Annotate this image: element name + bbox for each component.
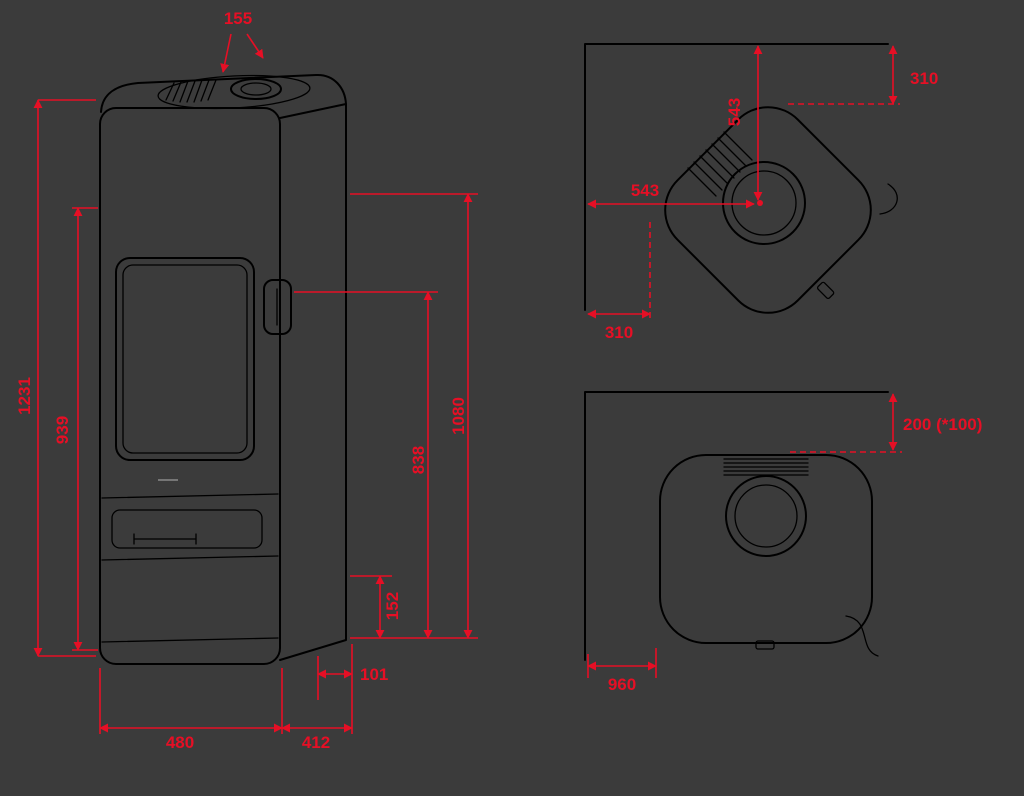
top-vent-grille xyxy=(165,79,217,103)
top-view-drawing xyxy=(584,43,898,314)
stove-top-edge xyxy=(100,73,347,113)
stove-back-outline xyxy=(659,454,873,644)
dim-label-right-outer-height: 1080 xyxy=(449,397,468,435)
stove-top-outline xyxy=(664,106,872,314)
door-seam-lower xyxy=(101,555,279,561)
ash-drawer xyxy=(111,509,263,549)
stove-front-face xyxy=(99,107,281,665)
door-glass-inner xyxy=(122,264,248,454)
drawer-handle xyxy=(133,533,197,545)
top-plate-oval xyxy=(157,74,311,110)
dim-label-right-inner-height: 838 xyxy=(409,446,428,474)
dim-label-side-clearance: 960 xyxy=(608,675,636,694)
back-view-cable xyxy=(845,615,879,657)
dim-leader-flue-left xyxy=(220,33,232,73)
dim-label-wall-to-flue-vertical: 543 xyxy=(725,98,744,126)
stove-side-face xyxy=(279,103,347,661)
top-flue-outer xyxy=(722,161,806,245)
back-flue-inner xyxy=(734,484,798,548)
dim-label-total-height: 1231 xyxy=(15,377,34,415)
back-view-walls xyxy=(584,391,889,661)
flue-center-mark xyxy=(757,200,763,206)
top-view-cable xyxy=(879,183,898,215)
dim-label-flue-diameter: 155 xyxy=(224,9,252,28)
top-view-walls xyxy=(584,43,889,311)
top-view-foot-tab xyxy=(816,281,835,300)
dim-label-left-height: 939 xyxy=(53,416,72,444)
top-view-grille xyxy=(687,131,753,197)
dim-leader-flue-right xyxy=(246,33,264,59)
top-view-dimensions: 543 543 310 310 xyxy=(587,45,938,342)
dim-label-depth: 412 xyxy=(302,733,330,752)
dim-label-ceiling-clearance: 200 (*100) xyxy=(903,415,982,434)
door-seam-upper xyxy=(101,493,279,499)
dim-label-wall-clearance-right: 310 xyxy=(910,69,938,88)
base-seam xyxy=(101,637,279,643)
dim-label-width: 480 xyxy=(166,733,194,752)
back-view-foot-tab xyxy=(755,640,775,650)
dim-label-bottom-offset: 101 xyxy=(360,665,388,684)
back-view-grille xyxy=(723,458,809,476)
back-view-dimensions: 200 (*100) 960 xyxy=(587,393,982,694)
door-handle xyxy=(263,279,292,335)
front-view-drawing xyxy=(99,73,347,665)
dim-label-wall-to-flue-horizontal: 543 xyxy=(631,181,659,200)
dim-label-wall-clearance-bottom: 310 xyxy=(605,323,633,342)
front-view-dimensions: 155 1231 939 152 838 1080 101 48 xyxy=(15,9,478,752)
door-glass-outer xyxy=(115,257,255,461)
flue-collar-outer xyxy=(230,78,282,100)
top-flue-inner xyxy=(731,170,797,236)
dim-label-base-height: 152 xyxy=(383,592,402,620)
flue-collar-inner xyxy=(240,82,272,96)
back-flue-outer xyxy=(725,475,807,557)
back-view-drawing xyxy=(584,391,889,661)
